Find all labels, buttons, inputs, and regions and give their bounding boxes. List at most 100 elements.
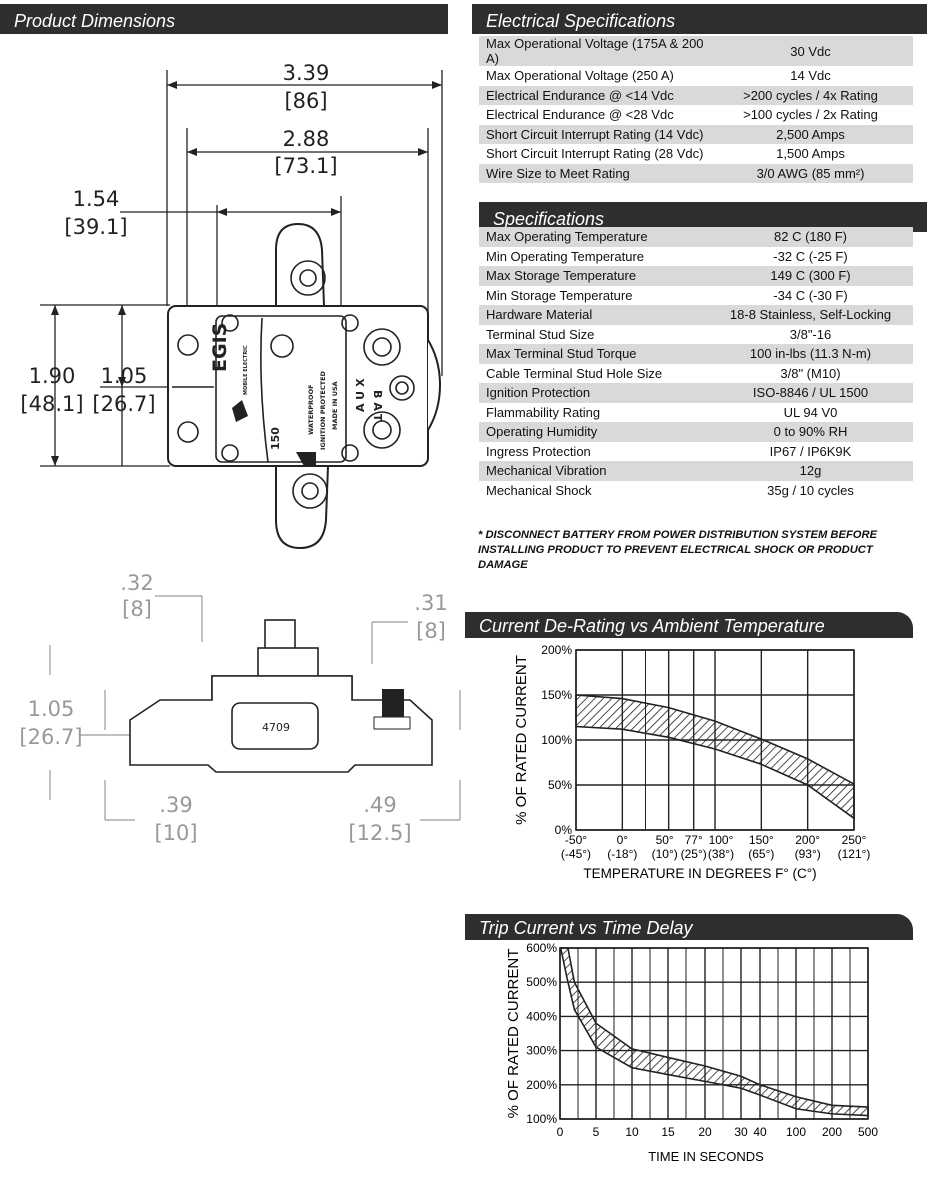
spec-label: Max Operational Voltage (250 A) [486,68,674,84]
spec-row: Short Circuit Interrupt Rating (14 Vdc)2… [479,124,913,144]
spec-label: Min Operating Temperature [486,248,645,264]
electrical-specs-header: Electrical Specifications [472,4,927,34]
y-tick-label: 300% [526,1044,557,1058]
x-tick-label: 30 [734,1125,748,1139]
spec-label: Max Storage Temperature [479,266,708,286]
spec-label: Hardware Material [479,305,708,325]
spec-row: Electrical Endurance @ <28 Vdc >100 cycle… [479,105,913,125]
derating-chart-title: Current De-Rating vs Ambient Temperature [479,616,825,636]
trip-chart-header: Trip Current vs Time Delay [465,914,913,940]
x-tick-sublabel: (-18°) [607,847,637,861]
derating-chart-header: Current De-Rating vs Ambient Temperature [465,612,913,638]
part-number-label: 4709 [262,721,290,734]
dim-left-mm: [10] [154,821,197,845]
spec-value: 2,500 Amps [708,124,913,144]
spec-value: 1,500 Amps [776,146,845,162]
product-dimensions-title: Product Dimensions [14,11,176,31]
brand-subtitle: MOBILE ELECTRIC [243,345,249,395]
dim-offset-mm: [39.1] [64,215,127,239]
trip-chart-title: Trip Current vs Time Delay [479,918,693,938]
x-tick-sublabel: (65°) [748,847,774,861]
x-axis-label: TIME IN SECONDS [648,1149,764,1164]
spec-row: Max Operational Voltage (175A & 200 A)30… [479,36,913,66]
dim-height-mm: [48.1] [20,392,83,416]
spec-value: 149 C (300 F) [708,266,913,286]
x-tick-label: -50° [565,833,587,847]
spec-value: >200 cycles / 4x Rating [708,85,913,105]
spec-value: 14 Vdc [790,68,831,84]
spec-label: Electrical Endurance @ <28 Vdc [486,107,674,123]
spec-label: Cable Terminal Stud Hole Size [486,365,663,381]
x-tick-sublabel: (-45°) [561,847,591,861]
y-tick-label: 500% [526,975,557,989]
x-tick-label: 10 [625,1125,639,1139]
amp-rating-label: 150 [269,427,282,450]
aux-terminal-label: AUX [354,374,367,412]
x-tick-sublabel: (93°) [795,847,821,861]
spec-value: >100 cycles / 2x Rating [743,107,878,123]
plot-frame [559,947,869,1120]
x-tick-label: 100° [709,833,734,847]
derating-chart: 0%50%100%150%200%-50°(-45°)0°(-18°)50°(1… [513,643,870,881]
spec-label: Flammability Rating [486,404,601,420]
y-tick-label: 150% [541,688,572,702]
spec-row: Short Circuit Interrupt Rating (28 Vdc)1… [479,144,913,164]
x-tick-label: 20 [698,1125,712,1139]
spec-value: 3/8" (M10) [780,365,841,381]
x-tick-label: 150° [749,833,774,847]
x-tick-label: 0° [617,833,629,847]
y-tick-label: 100% [541,733,572,747]
spec-label: Wire Size to Meet Rating [479,163,708,183]
y-tick-label: 400% [526,1009,557,1023]
spec-value: -34 C (-30 F) [773,287,848,303]
spec-label: Max Operational Voltage (175A & 200 A) [479,36,708,66]
bat-terminal-label: BAT [371,390,384,426]
dim-stud-mm: [8] [416,619,446,643]
spec-label: Max Terminal Stud Torque [479,344,708,364]
spec-value: 30 Vdc [708,36,913,66]
spec-value: 12g [708,461,913,481]
dim-overall-width: 3.39 [283,61,330,85]
x-tick-label: 15 [661,1125,675,1139]
dim-button-mm: [8] [122,597,152,621]
x-tick-label: 50° [656,833,674,847]
spec-label: Max Operating Temperature [479,227,708,247]
y-tick-label: 0% [555,823,573,837]
spec-row: Electrical Endurance @ <14 Vdc>200 cycle… [479,85,913,105]
x-tick-label: 250° [842,833,867,847]
y-tick-label: 600% [526,941,557,955]
dim-right-mm: [12.5] [348,821,411,845]
spec-value: 3/0 AWG (85 mm²) [708,163,913,183]
x-tick-label: 77° [685,833,703,847]
spec-value: IP67 / IP6K9K [769,443,852,459]
dim-side-height: 1.05 [28,697,75,721]
x-tick-sublabel: (25°) [681,847,707,861]
dim-button: .32 [120,571,153,595]
x-tick-sublabel: (10°) [652,847,678,861]
top-view-drawing: 3.39 [86] 2.88 [73.1] 1.54 [39.1] 1.90 [… [20,61,443,550]
x-tick-label: 500 [858,1125,878,1139]
y-tick-label: 100% [526,1112,557,1126]
x-tick-label: 100 [786,1125,806,1139]
x-tick-label: 200 [822,1125,842,1139]
breaker-body-side-view [129,619,433,773]
x-axis-label: TEMPERATURE IN DEGREES F° (C°) [583,866,816,881]
spec-value: 82 C (180 F) [708,227,913,247]
spec-label: Mechanical Vibration [479,461,708,481]
y-tick-label: 200% [541,643,572,657]
spec-value: UL 94 V0 [783,404,838,420]
dim-left: .39 [159,793,192,817]
dim-overall-width-mm: [86] [284,89,327,113]
spec-value: 35g / 10 cycles [767,482,854,498]
spec-label: Operating Humidity [479,422,708,442]
brand-logo-text: EGIS [209,323,231,372]
spec-label: Terminal Stud Size [486,326,595,342]
plot-frame [575,649,855,831]
spec-label: Short Circuit Interrupt Rating (14 Vdc) [479,124,708,144]
